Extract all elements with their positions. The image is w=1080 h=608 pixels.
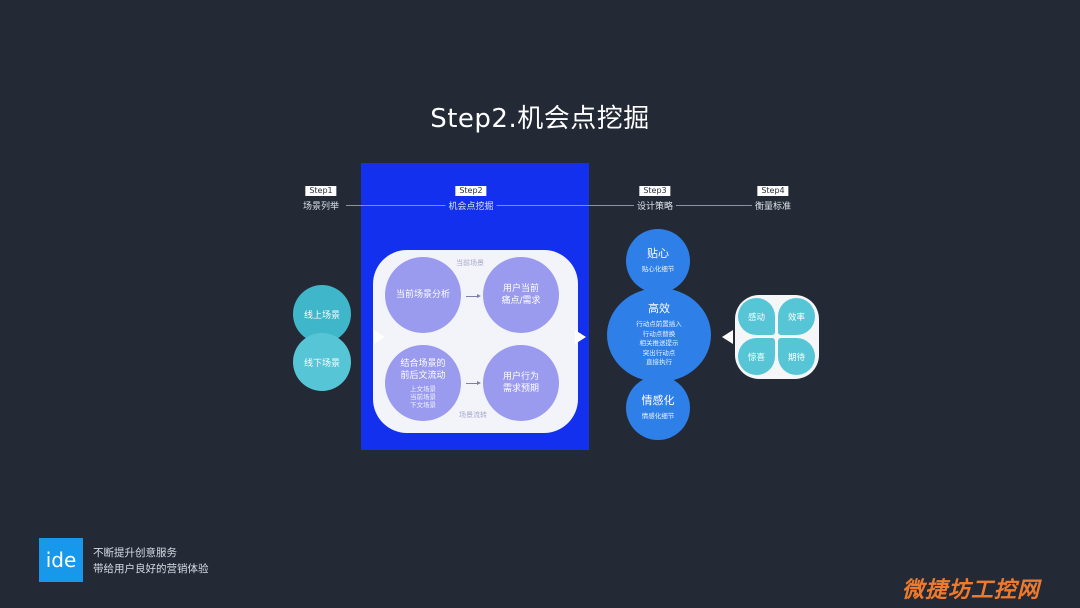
current-scene-analysis-text: 当前场景分析 bbox=[395, 290, 450, 300]
ide-logo: ide bbox=[39, 538, 83, 582]
step3-label: 设计策略 bbox=[633, 199, 677, 212]
ide-logo-text: ide bbox=[45, 548, 77, 572]
user-behavior-line2: 需求预期 bbox=[502, 384, 539, 394]
user-behavior-line1: 用户行为 bbox=[502, 372, 539, 382]
slogan-line2: 带给用户良好的营销体验 bbox=[93, 563, 209, 575]
step1-badge: Step1 bbox=[305, 186, 337, 196]
metric-surprise: 惊喜 bbox=[738, 338, 775, 375]
metrics-arrow-icon bbox=[722, 330, 733, 344]
output-arrow-icon bbox=[575, 330, 586, 344]
user-behavior-circle: 用户行为 需求预期 bbox=[483, 345, 559, 421]
next-scene-text: 下文场景 bbox=[410, 400, 436, 409]
metric-touched: 感动 bbox=[738, 298, 775, 335]
arrow-right-icon bbox=[466, 381, 481, 385]
current-scene-analysis-circle: 当前场景分析 bbox=[385, 257, 461, 333]
context-flow-line2: 前后文流动 bbox=[400, 370, 446, 381]
metric-surprise-label: 惊喜 bbox=[747, 352, 765, 363]
step4-label: 衡量标准 bbox=[751, 199, 795, 212]
efficiency-item: 直接执行 bbox=[646, 358, 672, 367]
step2-badge: Step2 bbox=[455, 186, 487, 196]
efficiency-title: 高效 bbox=[648, 302, 670, 316]
efficiency-item: 行动点前置插入 bbox=[636, 320, 682, 329]
caring-subtitle: 贴心化细节 bbox=[641, 265, 675, 274]
user-pain-point-line1: 用户当前 bbox=[502, 284, 539, 294]
offline-scene-circle: 线下场景 bbox=[293, 333, 351, 391]
efficiency-item: 行动点替换 bbox=[642, 329, 676, 338]
online-scene-label: 线上场景 bbox=[303, 310, 340, 321]
current-scene-label: 当前场景 bbox=[456, 259, 484, 267]
efficiency-item: 相关推送提示 bbox=[639, 339, 679, 348]
metric-expectation: 期待 bbox=[778, 338, 815, 375]
caring-title: 贴心 bbox=[647, 247, 669, 261]
metric-touched-label: 感动 bbox=[747, 312, 765, 323]
step1-label: 场景列举 bbox=[299, 199, 343, 212]
efficiency-strategy-circle: 高效 行动点前置插入 行动点替换 相关推送提示 突出行动点 直接执行 bbox=[607, 288, 711, 382]
prev-scene-text: 上文场景 bbox=[410, 384, 436, 393]
user-pain-point-circle: 用户当前 痛点/需求 bbox=[483, 257, 559, 333]
context-flow-line1: 结合场景的 bbox=[400, 358, 446, 369]
metric-efficiency-label: 效率 bbox=[787, 312, 805, 323]
step3-badge: Step3 bbox=[639, 186, 671, 196]
emotional-subtitle: 情感化细节 bbox=[641, 412, 675, 421]
current-scene-text: 当前场景 bbox=[410, 392, 436, 401]
step2-label: 机会点挖掘 bbox=[445, 199, 497, 212]
caring-strategy-circle: 贴心 贴心化细节 bbox=[626, 229, 690, 293]
efficiency-item: 突出行动点 bbox=[642, 348, 676, 357]
slogan-line1: 不断提升创意服务 bbox=[93, 547, 177, 559]
online-scene-circle: 线上场景 bbox=[293, 285, 351, 343]
slogan: 不断提升创意服务 带给用户良好的营销体验 bbox=[93, 545, 209, 577]
step4-badge: Step4 bbox=[757, 186, 789, 196]
metric-expectation-label: 期待 bbox=[787, 352, 805, 363]
page-title: Step2.机会点挖掘 bbox=[430, 104, 650, 134]
context-flow-circle: 结合场景的 前后文流动 上文场景 当前场景 下文场景 bbox=[385, 345, 461, 421]
metric-efficiency: 效率 bbox=[778, 298, 815, 335]
offline-scene-label: 线下场景 bbox=[303, 358, 340, 369]
input-arrow-icon bbox=[374, 330, 385, 344]
user-pain-point-line2: 痛点/需求 bbox=[501, 296, 541, 306]
emotional-strategy-circle: 情感化 情感化细节 bbox=[626, 376, 690, 440]
step-timeline bbox=[346, 205, 794, 206]
watermark: 微捷坊工控网 bbox=[902, 578, 1041, 603]
scene-flow-label: 场景流转 bbox=[459, 411, 487, 419]
arrow-right-icon bbox=[466, 294, 481, 298]
emotional-title: 情感化 bbox=[641, 394, 675, 408]
